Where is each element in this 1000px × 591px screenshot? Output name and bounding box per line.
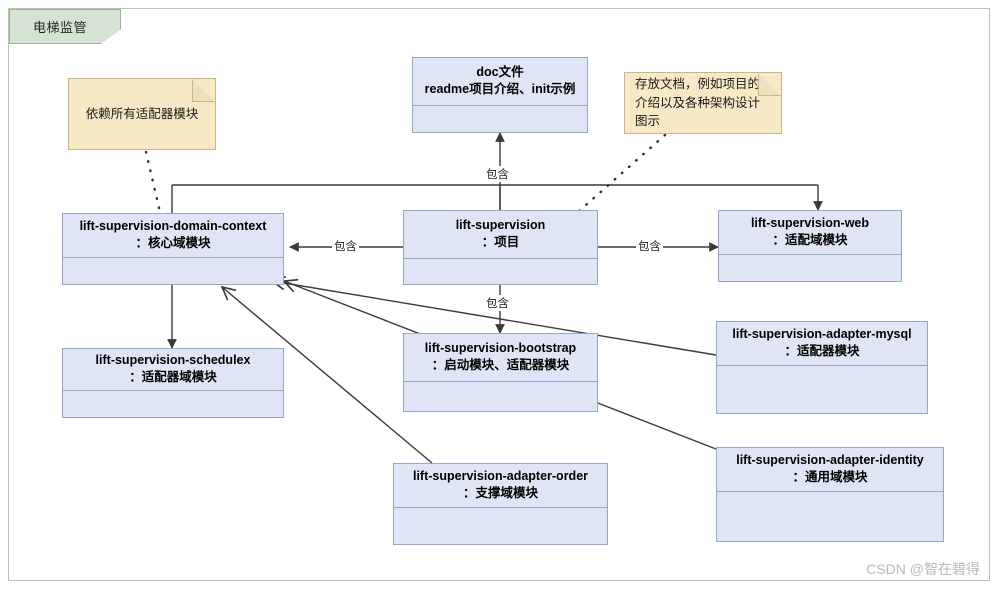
node-doc-head: doc文件 readme项目介绍、init示例 <box>413 58 587 106</box>
node-schedulex[interactable]: lift-supervision-schedulex ：适配器域模块 <box>62 348 284 418</box>
node-adapter-order[interactable]: lift-supervision-adapter-order ：支撑域模块 <box>393 463 608 545</box>
node-adapter-identity-body <box>717 492 943 541</box>
note-doc-storage: 存放文档，例如项目的介绍以及各种架构设计图示 <box>624 72 782 134</box>
note-depends-all-adapters-text: 依赖所有适配器模块 <box>85 106 199 121</box>
node-lift-supervision-body <box>404 259 597 284</box>
edge-label-to-web: 包含 <box>636 238 663 254</box>
node-doc-body <box>413 106 587 132</box>
node-schedulex-title: lift-supervision-schedulex <box>95 353 251 368</box>
package-tab: 电梯监管 <box>9 9 121 44</box>
node-bootstrap-title: lift-supervision-bootstrap <box>424 341 577 356</box>
node-doc-subtitle: readme项目介绍、init示例 <box>424 82 576 97</box>
package-tab-label: 电梯监管 <box>32 20 87 35</box>
node-adapter-order-body <box>394 508 607 544</box>
node-adapter-order-subtitle: ：支撑域模块 <box>462 486 538 501</box>
edge-label-to-domain-context: 包含 <box>332 238 359 254</box>
node-doc[interactable]: doc文件 readme项目介绍、init示例 <box>412 57 588 133</box>
node-web-title: lift-supervision-web <box>750 216 870 231</box>
node-adapter-identity-subtitle: ：通用域模块 <box>792 470 868 485</box>
node-bootstrap-body <box>404 382 597 411</box>
node-adapter-mysql-head: lift-supervision-adapter-mysql ：适配器模块 <box>717 322 927 366</box>
node-bootstrap-head: lift-supervision-bootstrap ：启动模块、适配器模块 <box>404 334 597 382</box>
node-schedulex-head: lift-supervision-schedulex ：适配器域模块 <box>63 349 283 391</box>
node-schedulex-body <box>63 391 283 417</box>
node-web-head: lift-supervision-web ：适配域模块 <box>719 211 901 255</box>
edge-label-to-doc: 包含 <box>484 166 511 182</box>
watermark: CSDN @智在碧得 <box>866 561 980 577</box>
node-adapter-identity-title: lift-supervision-adapter-identity <box>736 453 924 468</box>
node-web-subtitle: ：适配域模块 <box>772 233 848 248</box>
node-adapter-identity[interactable]: lift-supervision-adapter-identity ：通用域模块 <box>716 447 944 542</box>
node-lift-supervision-title: lift-supervision <box>455 218 546 233</box>
node-domain-context[interactable]: lift-supervision-domain-context ：核心域模块 <box>62 213 284 285</box>
note-depends-all-adapters: 依赖所有适配器模块 <box>68 78 216 150</box>
edge-label-to-bootstrap: 包含 <box>484 295 511 311</box>
node-adapter-order-title: lift-supervision-adapter-order <box>412 469 589 484</box>
node-lift-supervision[interactable]: lift-supervision ：项目 <box>403 210 598 285</box>
node-web-body <box>719 255 901 281</box>
node-adapter-mysql-title: lift-supervision-adapter-mysql <box>732 327 912 342</box>
node-schedulex-subtitle: ：适配器域模块 <box>129 370 217 385</box>
package-frame <box>8 8 990 581</box>
node-adapter-order-head: lift-supervision-adapter-order ：支撑域模块 <box>394 464 607 508</box>
node-web[interactable]: lift-supervision-web ：适配域模块 <box>718 210 902 282</box>
node-doc-title: doc文件 <box>476 65 524 80</box>
node-domain-context-title: lift-supervision-domain-context <box>79 219 267 234</box>
node-adapter-mysql-body <box>717 366 927 413</box>
node-lift-supervision-head: lift-supervision ：项目 <box>404 211 597 259</box>
node-bootstrap-subtitle: ：启动模块、适配器模块 <box>431 358 570 373</box>
node-domain-context-body <box>63 258 283 284</box>
node-adapter-mysql[interactable]: lift-supervision-adapter-mysql ：适配器模块 <box>716 321 928 414</box>
note-fold-icon <box>192 79 215 102</box>
node-lift-supervision-subtitle: ：项目 <box>481 235 520 250</box>
node-domain-context-subtitle: ：核心域模块 <box>135 236 211 251</box>
node-bootstrap[interactable]: lift-supervision-bootstrap ：启动模块、适配器模块 <box>403 333 598 412</box>
node-adapter-mysql-subtitle: ：适配器模块 <box>784 344 860 359</box>
node-domain-context-head: lift-supervision-domain-context ：核心域模块 <box>63 214 283 258</box>
note-doc-storage-text: 存放文档，例如项目的介绍以及各种架构设计图示 <box>635 76 761 129</box>
node-adapter-identity-head: lift-supervision-adapter-identity ：通用域模块 <box>717 448 943 492</box>
